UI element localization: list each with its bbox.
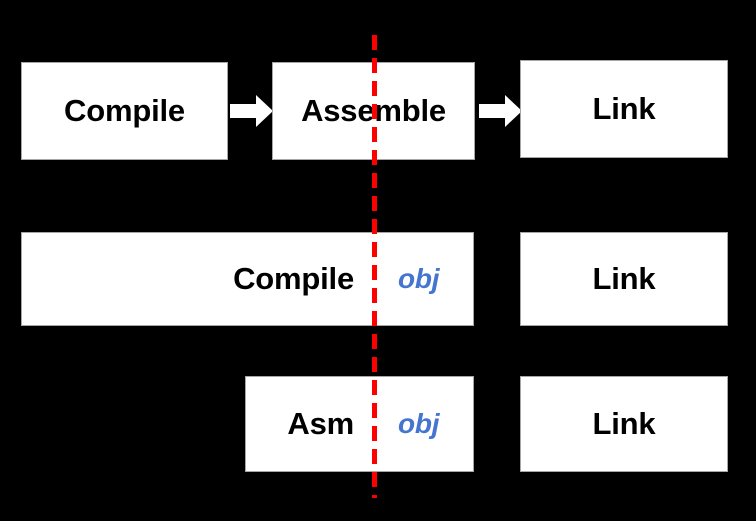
- box-compile-to-obj[interactable]: Compile obj: [21, 232, 474, 326]
- box-label: Link: [592, 406, 656, 441]
- box-link-stage[interactable]: Link: [520, 232, 728, 326]
- right-arrow-icon: [230, 94, 274, 128]
- box-label: Asm: [287, 406, 354, 441]
- box-compile-stage[interactable]: Compile: [21, 62, 228, 160]
- box-label: Compile: [233, 261, 354, 296]
- box-link-stage[interactable]: Link: [520, 60, 728, 158]
- object-file-boundary-divider: [372, 35, 377, 498]
- right-arrow-icon: [479, 94, 523, 128]
- box-label: Link: [592, 91, 656, 126]
- obj-label: obj: [398, 263, 440, 294]
- box-label: Compile: [64, 93, 185, 128]
- box-label: Link: [592, 261, 656, 296]
- box-link-stage[interactable]: Link: [520, 376, 728, 472]
- box-asm-to-obj[interactable]: Asm obj: [245, 376, 474, 472]
- obj-label: obj: [398, 408, 440, 439]
